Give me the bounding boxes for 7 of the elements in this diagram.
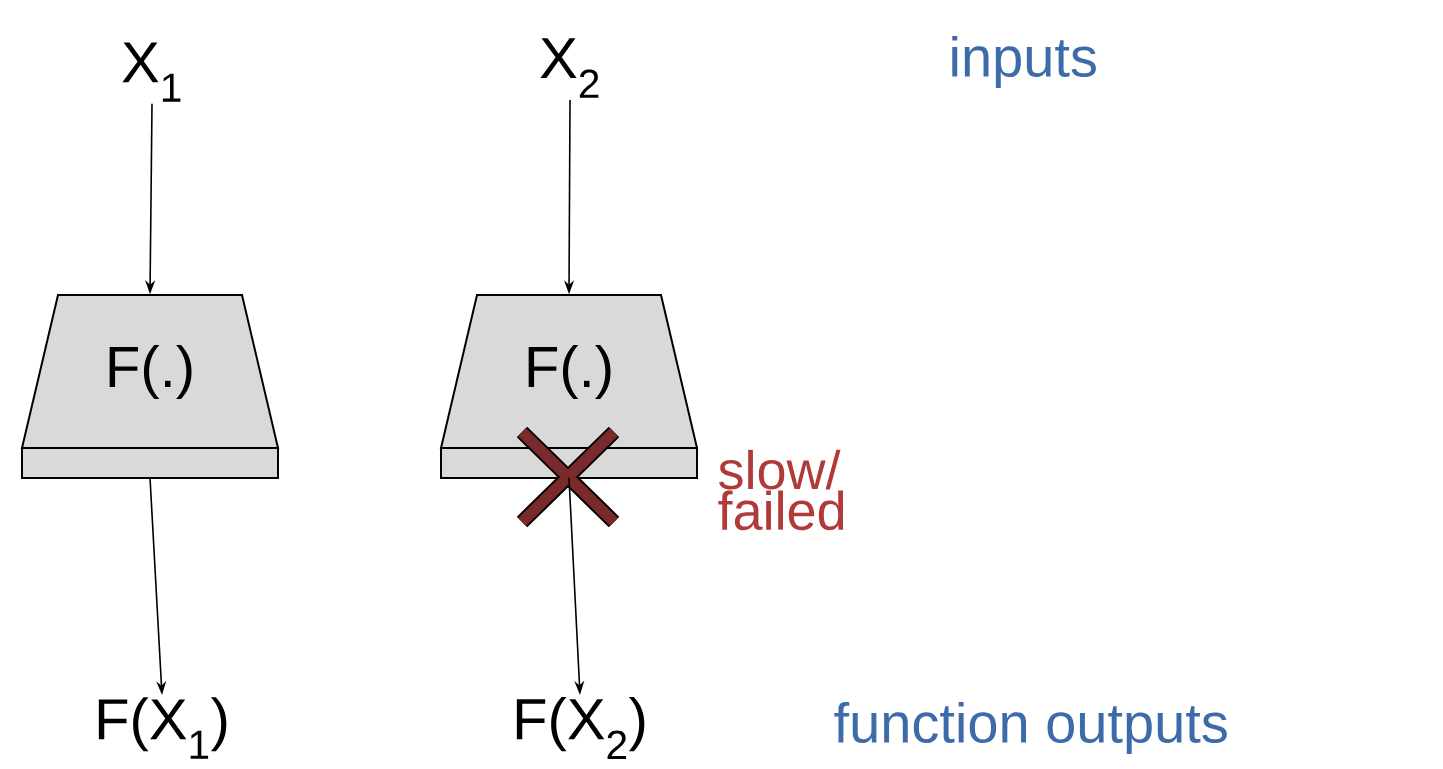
caption-text: function outputs <box>834 701 1227 755</box>
variable-label: X$_{2}$ <box>540 38 599 98</box>
variable-label: F(X$_{1}$) <box>98 697 227 759</box>
variable-label: F(X$_{2}$) <box>516 697 645 759</box>
note-text: slow/ failed <box>718 449 844 531</box>
variable-label: X$_{1}$ <box>122 42 181 102</box>
caption-text: inputs <box>952 35 1096 89</box>
